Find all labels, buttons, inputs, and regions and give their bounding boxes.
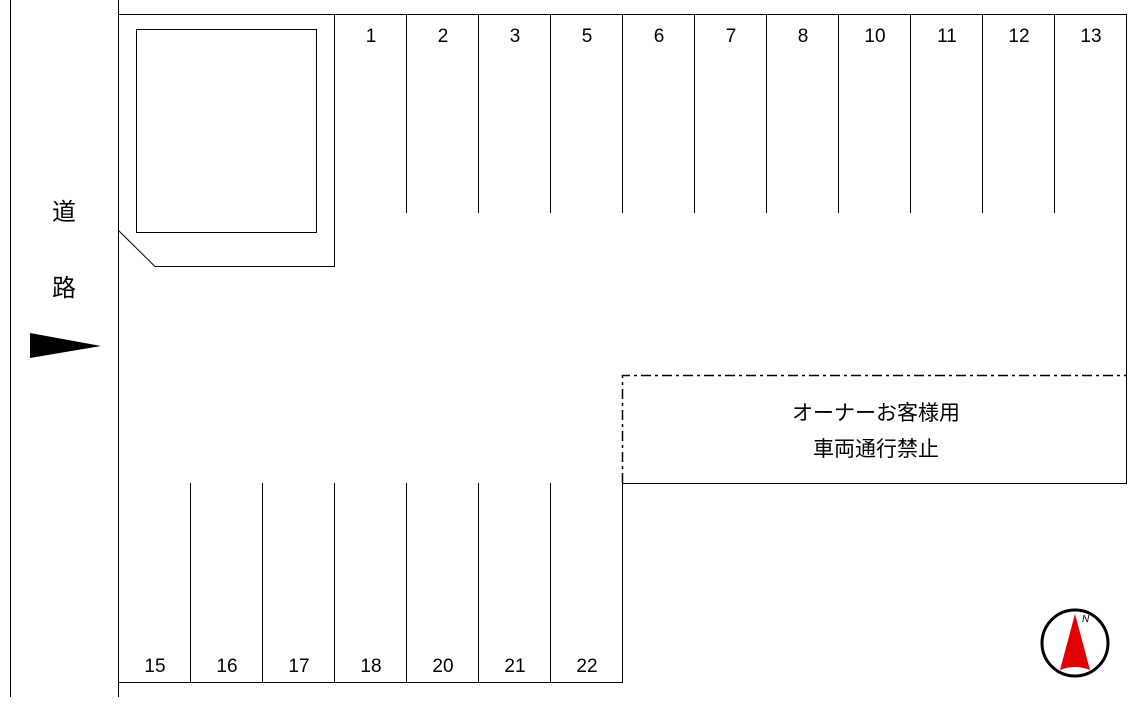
stall-number: 5 <box>582 26 593 47</box>
stall-number: 15 <box>144 656 165 677</box>
reserved-area-line2: 車両通行禁止 <box>813 437 939 461</box>
stall-number: 16 <box>216 656 237 677</box>
stall-number: 6 <box>654 26 665 47</box>
stall-number: 20 <box>432 656 453 677</box>
entrance-arrow-icon <box>30 333 101 358</box>
stall-number: 12 <box>1008 26 1029 47</box>
stall-number: 21 <box>504 656 525 677</box>
stall-number: 7 <box>726 26 737 47</box>
reserved-area: オーナーお客様用 車両通行禁止 <box>621 374 1127 484</box>
stall-number: 1 <box>366 26 377 47</box>
stall-number: 8 <box>798 26 809 47</box>
stall-number: 10 <box>864 26 885 47</box>
reserved-area-line1: オーナーお客様用 <box>792 401 960 425</box>
road-label-1: 道 <box>52 198 76 226</box>
stall-number: 2 <box>438 26 449 47</box>
stall-number: 18 <box>360 656 381 677</box>
road-label-2: 路 <box>52 274 76 302</box>
stall-number: 3 <box>510 26 521 47</box>
stall-number: 13 <box>1080 26 1101 47</box>
stall-number: 11 <box>937 26 957 47</box>
building <box>117 14 335 267</box>
compass-icon: N <box>1040 608 1110 678</box>
compass-north-label: N <box>1082 614 1090 625</box>
stall-number: 22 <box>576 656 597 677</box>
compass-needle <box>1060 614 1090 670</box>
bottom-stalls: 15 16 17 18 20 21 22 <box>144 483 598 682</box>
stall-number: 17 <box>288 656 309 677</box>
